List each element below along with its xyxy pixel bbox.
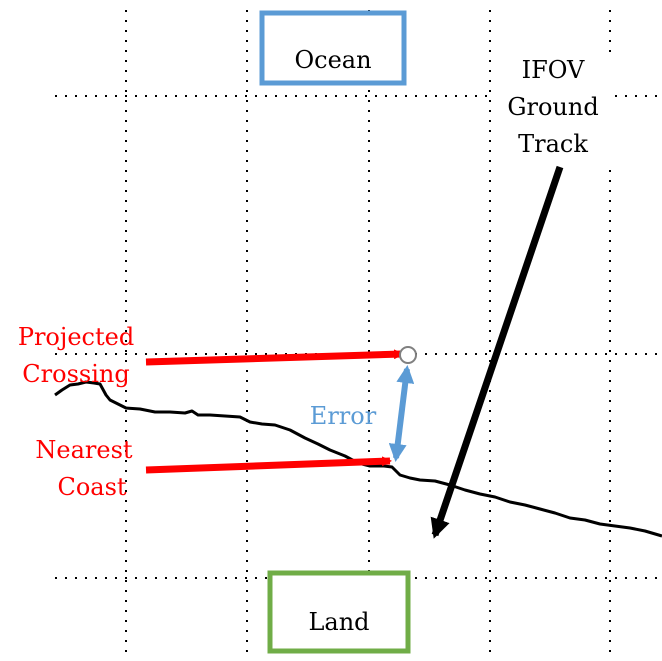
projected-crossing-label-line1: Projected (18, 323, 134, 351)
nearest-coast-label-line1: Nearest (35, 436, 133, 464)
error-label: Error (310, 402, 377, 430)
grid (55, 10, 662, 656)
projected-crossing-arrow (145, 349, 404, 366)
land-box (267, 570, 411, 654)
land-label: Land (308, 608, 369, 636)
ifov-ground-track-label: IFOV Ground Track (492, 52, 614, 162)
ifov-label-line3: Track (518, 130, 588, 158)
ifov-label-background (492, 52, 614, 162)
coastline (54, 380, 662, 538)
nearest-coast-label-line2: Coast (57, 473, 126, 501)
ocean-label: Ocean (294, 46, 371, 74)
nearest-coast-arrow (145, 456, 392, 474)
ifov-label-line1: IFOV (522, 56, 585, 84)
ground-track-arrow (430, 165, 564, 539)
error-arrow (388, 365, 415, 462)
ifov-label-line2: Ground (507, 93, 598, 121)
projected-crossing-marker (399, 346, 417, 364)
projected-crossing-label-line2: Crossing (22, 360, 129, 388)
ocean-box (259, 10, 407, 86)
